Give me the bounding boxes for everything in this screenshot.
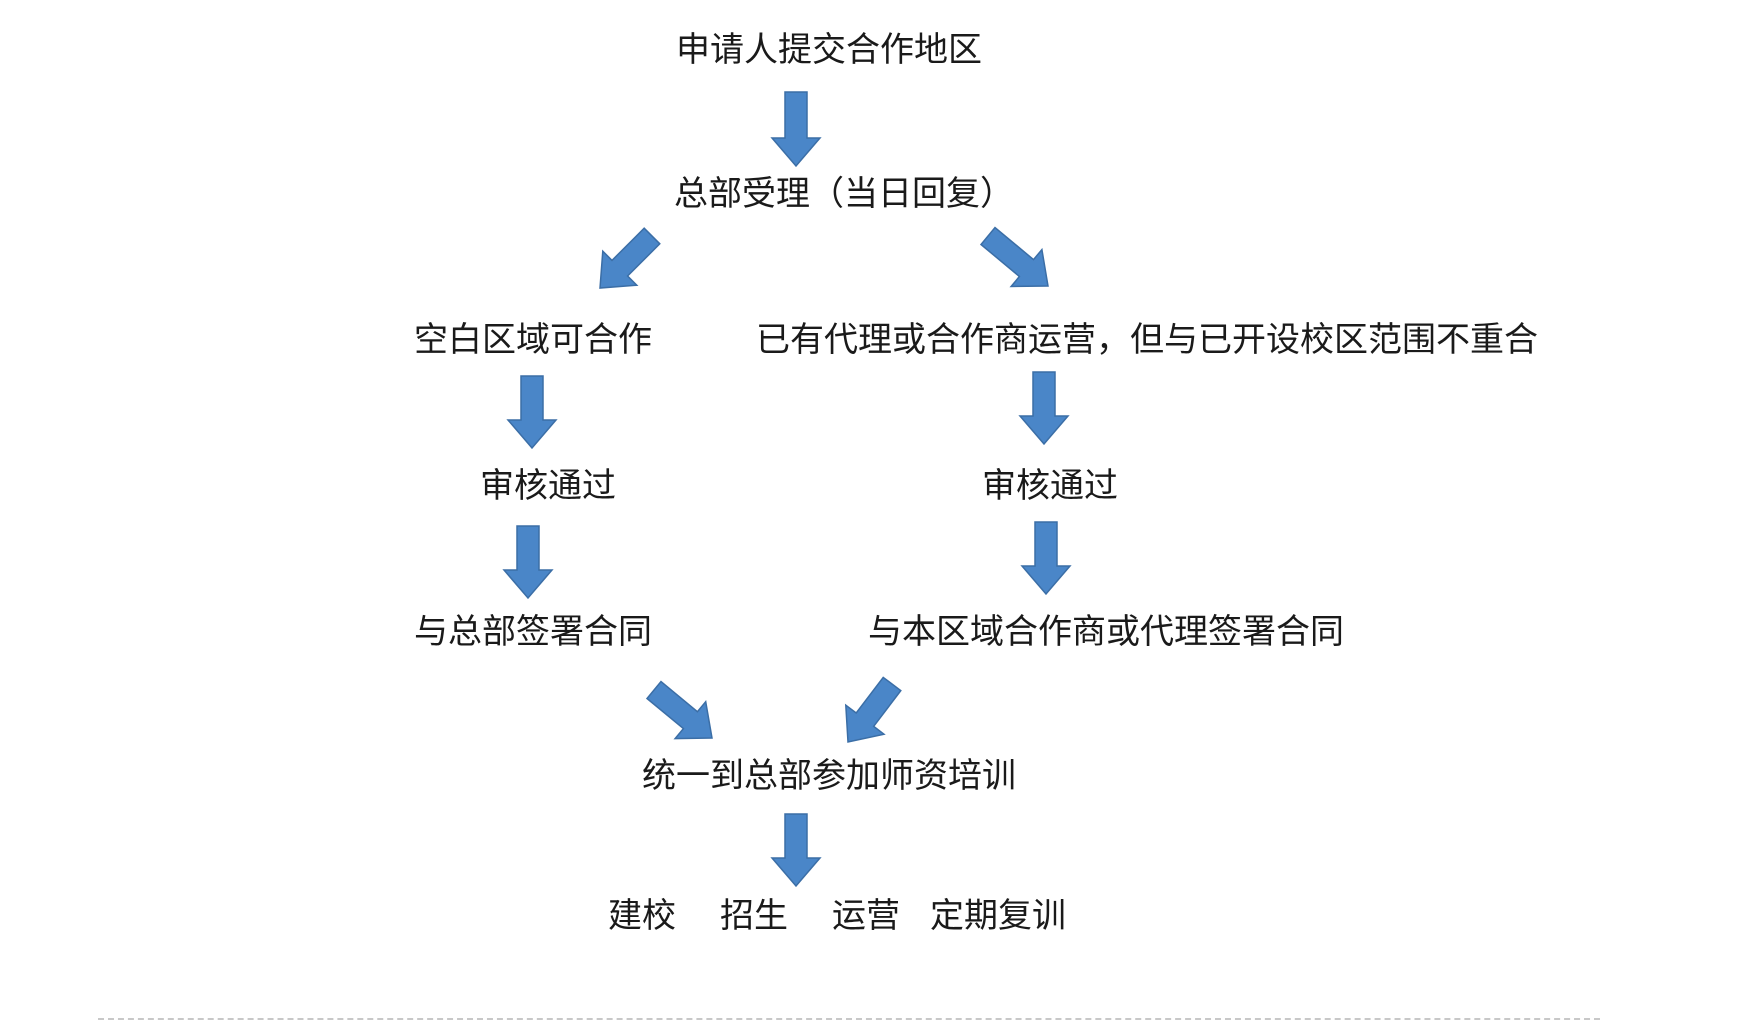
node-submit-region: 申请人提交合作地区 (676, 30, 982, 70)
final-step-build-school: 建校 (608, 896, 676, 936)
node-sign-hq: 与总部签署合同 (414, 612, 652, 652)
arrow-approve-left-to-sign-hq (502, 525, 554, 600)
arrow-accept-to-existing (979, 226, 1049, 288)
node-approve-right: 审核通过 (982, 466, 1118, 506)
final-step-periodic-retraining: 定期复训 (930, 896, 1066, 936)
node-hq-accept: 总部受理（当日回复） (674, 174, 1014, 214)
final-steps-row: 建校 招生 运营 定期复训 (0, 896, 1738, 936)
node-blank-area: 空白区域可合作 (414, 320, 652, 360)
node-existing-area: 已有代理或合作商运营，但与已开设校区范围不重合 (756, 320, 1538, 360)
node-training: 统一到总部参加师资培训 (642, 756, 1016, 796)
arrow-sign-hq-to-training (645, 680, 713, 740)
arrow-sign-local-to-training (844, 676, 902, 743)
arrow-existing-to-approve-right (1018, 371, 1070, 446)
dashed-divider (98, 1018, 1600, 1020)
final-step-enrollment: 招生 (720, 896, 788, 936)
node-sign-local: 与本区域合作商或代理签署合同 (868, 612, 1344, 652)
arrow-submit-to-accept (770, 91, 822, 168)
arrow-accept-to-blank (599, 227, 661, 289)
arrow-blank-to-approve-left (506, 375, 558, 450)
final-step-operation: 运营 (832, 896, 900, 936)
node-approve-left: 审核通过 (480, 466, 616, 506)
arrow-approve-right-to-sign-local (1020, 521, 1072, 596)
arrow-training-to-final (770, 813, 822, 888)
